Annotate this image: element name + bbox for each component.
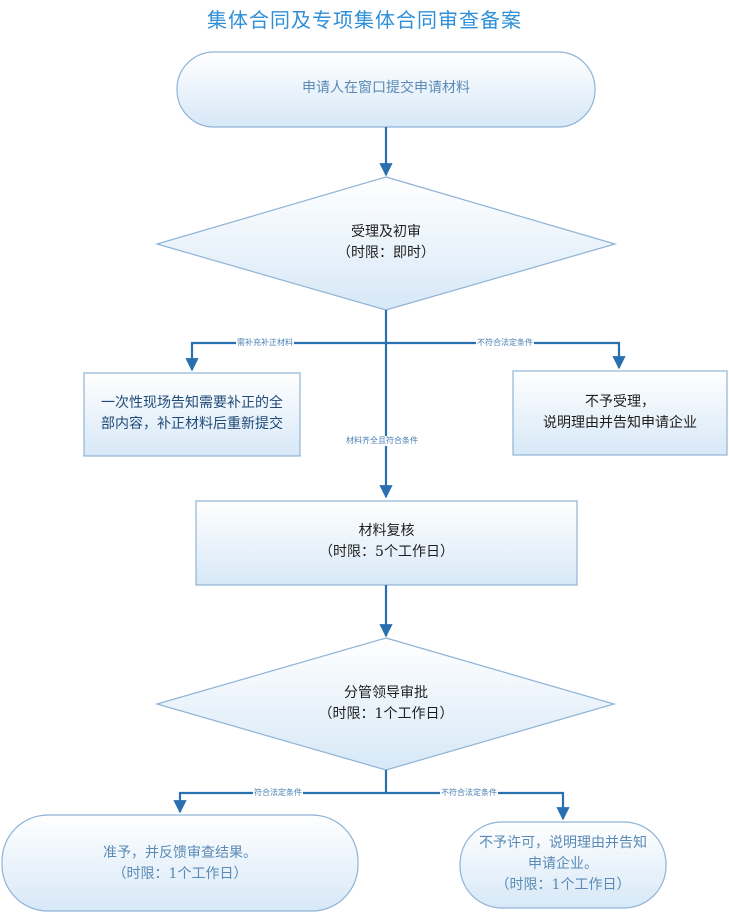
check-title: 材料复核 [358, 523, 415, 539]
edge-review1-supplement [185, 341, 386, 372]
check-box [195, 500, 578, 586]
approve-label: 分管领导审批 （时限：1个工作日） [236, 683, 536, 725]
deny-line-2: 申请企业。 [528, 856, 598, 872]
supplement-label: 一次性现场告知需要补正的全 部内容，补正材料后重新提交 [84, 393, 300, 435]
grant-line-2: （时限：1个工作日） [112, 866, 248, 882]
deny-line-3: （时限：1个工作日） [495, 877, 631, 893]
deny-terminal [459, 821, 667, 909]
check-label: 材料复核 （时限：5个工作日） [196, 521, 577, 563]
supplement-line-2: 部内容，补正材料后重新提交 [101, 416, 283, 432]
page-title: 集体合同及专项集体合同审查备案 [207, 8, 522, 32]
edge-label-complete: 材料齐全且符合条件 [345, 436, 419, 446]
supplement-box [83, 372, 301, 457]
review1-time: （时限：即时） [337, 245, 435, 261]
reject-box [512, 370, 728, 456]
edge-label-need-supplement: 需补充补正材料 [236, 338, 294, 348]
reject-line-1: 不予受理， [585, 394, 655, 410]
edge-label-qualified: 符合法定条件 [253, 788, 303, 798]
edge-review1-reject [386, 341, 626, 370]
reject-label: 不予受理， 说明理由并告知申请企业 [513, 392, 727, 434]
grant-terminal [1, 814, 359, 912]
approve-title: 分管领导审批 [344, 685, 428, 701]
check-time: （时限：5个工作日） [319, 544, 454, 560]
grant-line-1: 准予，并反馈审查结果。 [103, 845, 257, 861]
deny-label: 不予许可，说明理由并告知 申请企业。 （时限：1个工作日） [455, 833, 671, 896]
edge-label-not-qualified-1: 不符合法定条件 [476, 338, 534, 348]
start-label: 申请人在窗口提交申请材料 [302, 80, 470, 96]
review1-title: 受理及初审 [351, 224, 421, 240]
reject-line-2: 说明理由并告知申请企业 [543, 415, 697, 431]
edge-label-not-qualified-2: 不符合法定条件 [440, 788, 498, 798]
grant-label: 准予，并反馈审查结果。 （时限：1个工作日） [2, 843, 358, 885]
supplement-line-1: 一次性现场告知需要补正的全 [101, 395, 283, 411]
edge-approve-grant [173, 791, 386, 814]
deny-line-1: 不予许可，说明理由并告知 [479, 835, 647, 851]
review1-label: 受理及初审 （时限：即时） [236, 222, 536, 264]
approve-time: （时限：1个工作日） [318, 706, 454, 722]
